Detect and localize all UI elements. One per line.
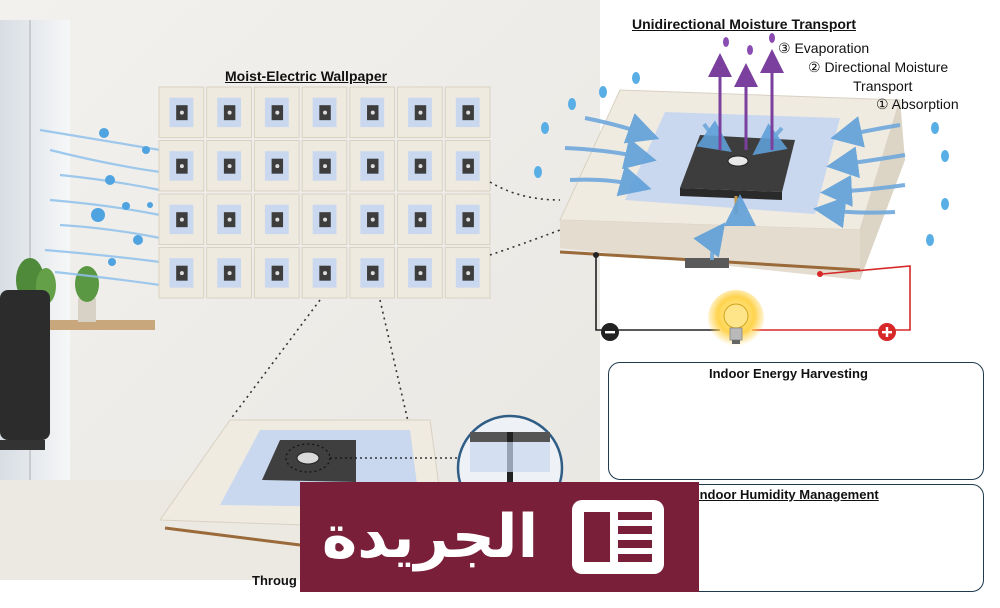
wallpaper-tile [349,140,396,192]
wallpaper-tile [206,247,252,299]
wallpaper-tile [349,193,396,245]
wallpaper-tile [444,193,491,245]
light-bulb-icon [708,290,764,346]
wallpaper-tile [397,247,443,299]
negative-terminal-icon [601,323,619,341]
wallpaper-tile [253,247,300,299]
publisher-watermark: الجريدة [300,482,699,592]
wallpaper-tile [444,247,491,299]
wallpaper-tile [301,86,348,138]
wallpaper-tile [444,140,491,192]
transport-title: Unidirectional Moisture Transport [632,16,857,32]
energy-panel-title: Indoor Energy Harvesting [709,366,868,381]
wallpaper-title: Moist-Electric Wallpaper [225,68,388,84]
wallpaper-tile [253,140,300,192]
external-circuit [595,256,911,331]
step-absorption: ① Absorption [876,96,959,112]
callout-lines [229,181,561,431]
wallpaper-tile [397,193,443,245]
wallpaper-tile [206,193,252,245]
wallpaper-tile [397,86,443,138]
energy-harvesting-panel [608,362,984,480]
step-evaporation: ③ Evaporation [778,40,870,56]
wallpaper-tile [206,86,252,138]
step-directional-line2: Transport [853,78,913,94]
bottom-caption: Throug [252,573,297,588]
wallpaper-tile [301,193,348,245]
wallpaper-grid [158,86,491,299]
wallpaper-tile [206,140,252,192]
wallpaper-tile [349,86,396,138]
water-droplet-icon [91,128,153,266]
wallpaper-tile [158,247,205,299]
humidity-panel-title: Indoor Humidity Management [696,487,879,502]
wallpaper-tile [301,140,348,192]
moisture-module [559,89,905,280]
chair-icon [0,290,50,450]
wallpaper-tile [349,247,396,299]
wallpaper-tile [444,86,491,138]
wallpaper-tile [397,140,443,192]
wallpaper-tile [158,140,205,192]
watermark-text: الجريدة [321,502,539,572]
wallpaper-tile [301,247,348,299]
evaporation-arrows [708,49,784,150]
wallpaper-tile [158,193,205,245]
positive-terminal-icon [878,323,896,341]
water-droplet-icon [723,33,775,55]
wallpaper-tile [158,86,205,138]
wallpaper-tile [253,193,300,245]
step-directional-line1: ② Directional Moisture [808,59,949,75]
wallpaper-tile [253,86,300,138]
water-droplet-icon [534,72,949,246]
newspaper-icon [572,500,664,574]
